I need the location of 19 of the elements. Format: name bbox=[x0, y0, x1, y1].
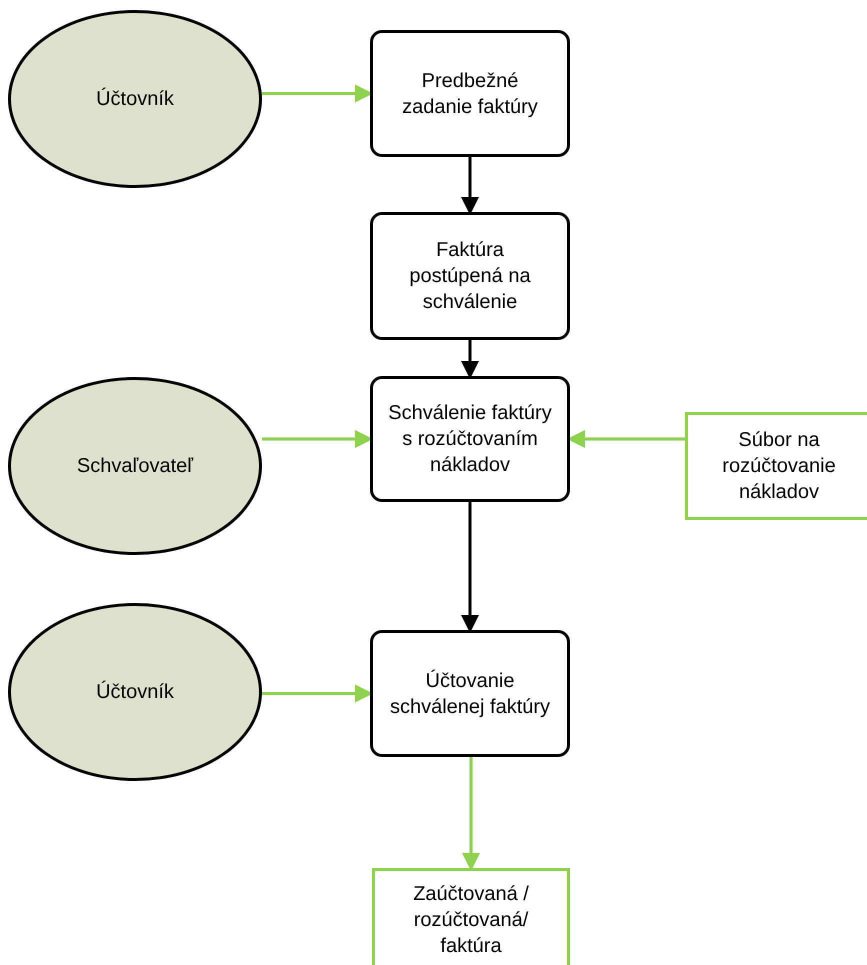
node-label: Faktúra postúpená na schválenie bbox=[408, 238, 532, 315]
output-box bbox=[372, 868, 570, 965]
document-box bbox=[685, 412, 867, 520]
process-box bbox=[370, 630, 570, 757]
process-box bbox=[370, 212, 570, 340]
node-label: Účtovanie schválenej faktúry bbox=[388, 668, 552, 720]
arrow bbox=[462, 757, 480, 871]
node-label: Schválenie faktúry s rozúčtovaním nákladov bbox=[387, 401, 553, 478]
node-label: Predbežné zadanie faktúry bbox=[401, 68, 539, 120]
node-label: Súbor na rozúčtovanie nákladov bbox=[721, 428, 837, 505]
node-label: Zaúčtovaná / rozúčtovaná/ faktúra bbox=[412, 882, 530, 959]
node-label: Účtovník bbox=[96, 680, 174, 705]
process-box bbox=[370, 376, 570, 502]
node-label: Schvaľovateľ bbox=[76, 454, 194, 479]
arrow bbox=[461, 340, 479, 379]
arrow bbox=[461, 157, 479, 215]
process-box bbox=[370, 30, 570, 157]
arrow bbox=[461, 502, 479, 633]
node-label: Účtovník bbox=[96, 86, 174, 112]
